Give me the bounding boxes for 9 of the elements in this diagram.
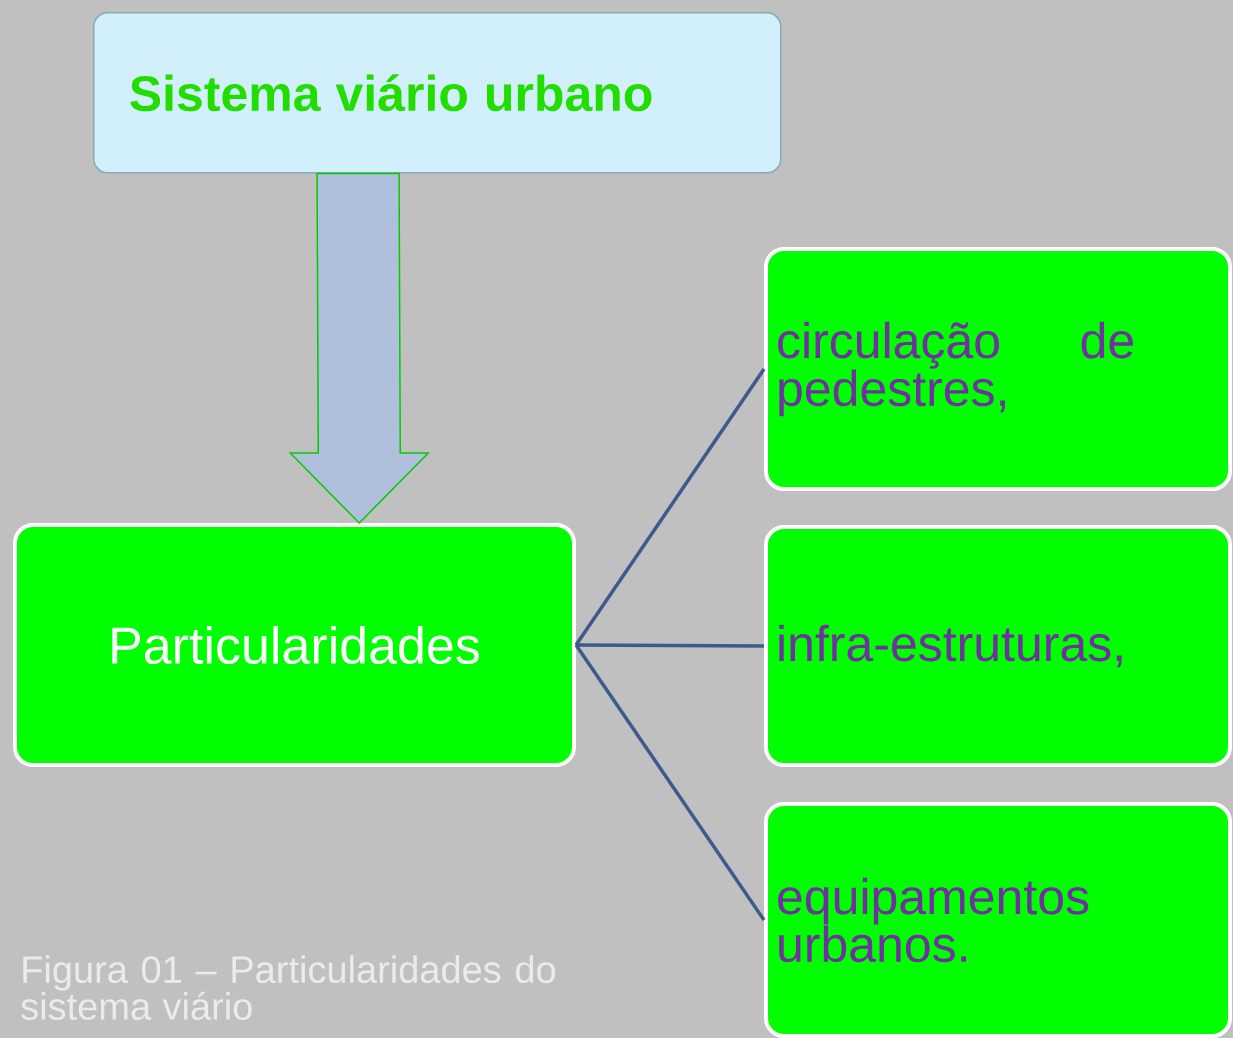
connector-line: [574, 368, 766, 646]
block-arrow: [288, 172, 431, 525]
item-box: circulação de pedestres,: [764, 247, 1232, 491]
connector-line: [574, 644, 766, 921]
title-box: Sistema viário urbano: [93, 12, 782, 174]
item-box: equipamentos urbanos.: [764, 802, 1232, 1038]
item-box: infra-estruturas,: [764, 525, 1232, 767]
connector-line: [576, 643, 765, 648]
topic-box: Particularidades: [13, 523, 576, 767]
